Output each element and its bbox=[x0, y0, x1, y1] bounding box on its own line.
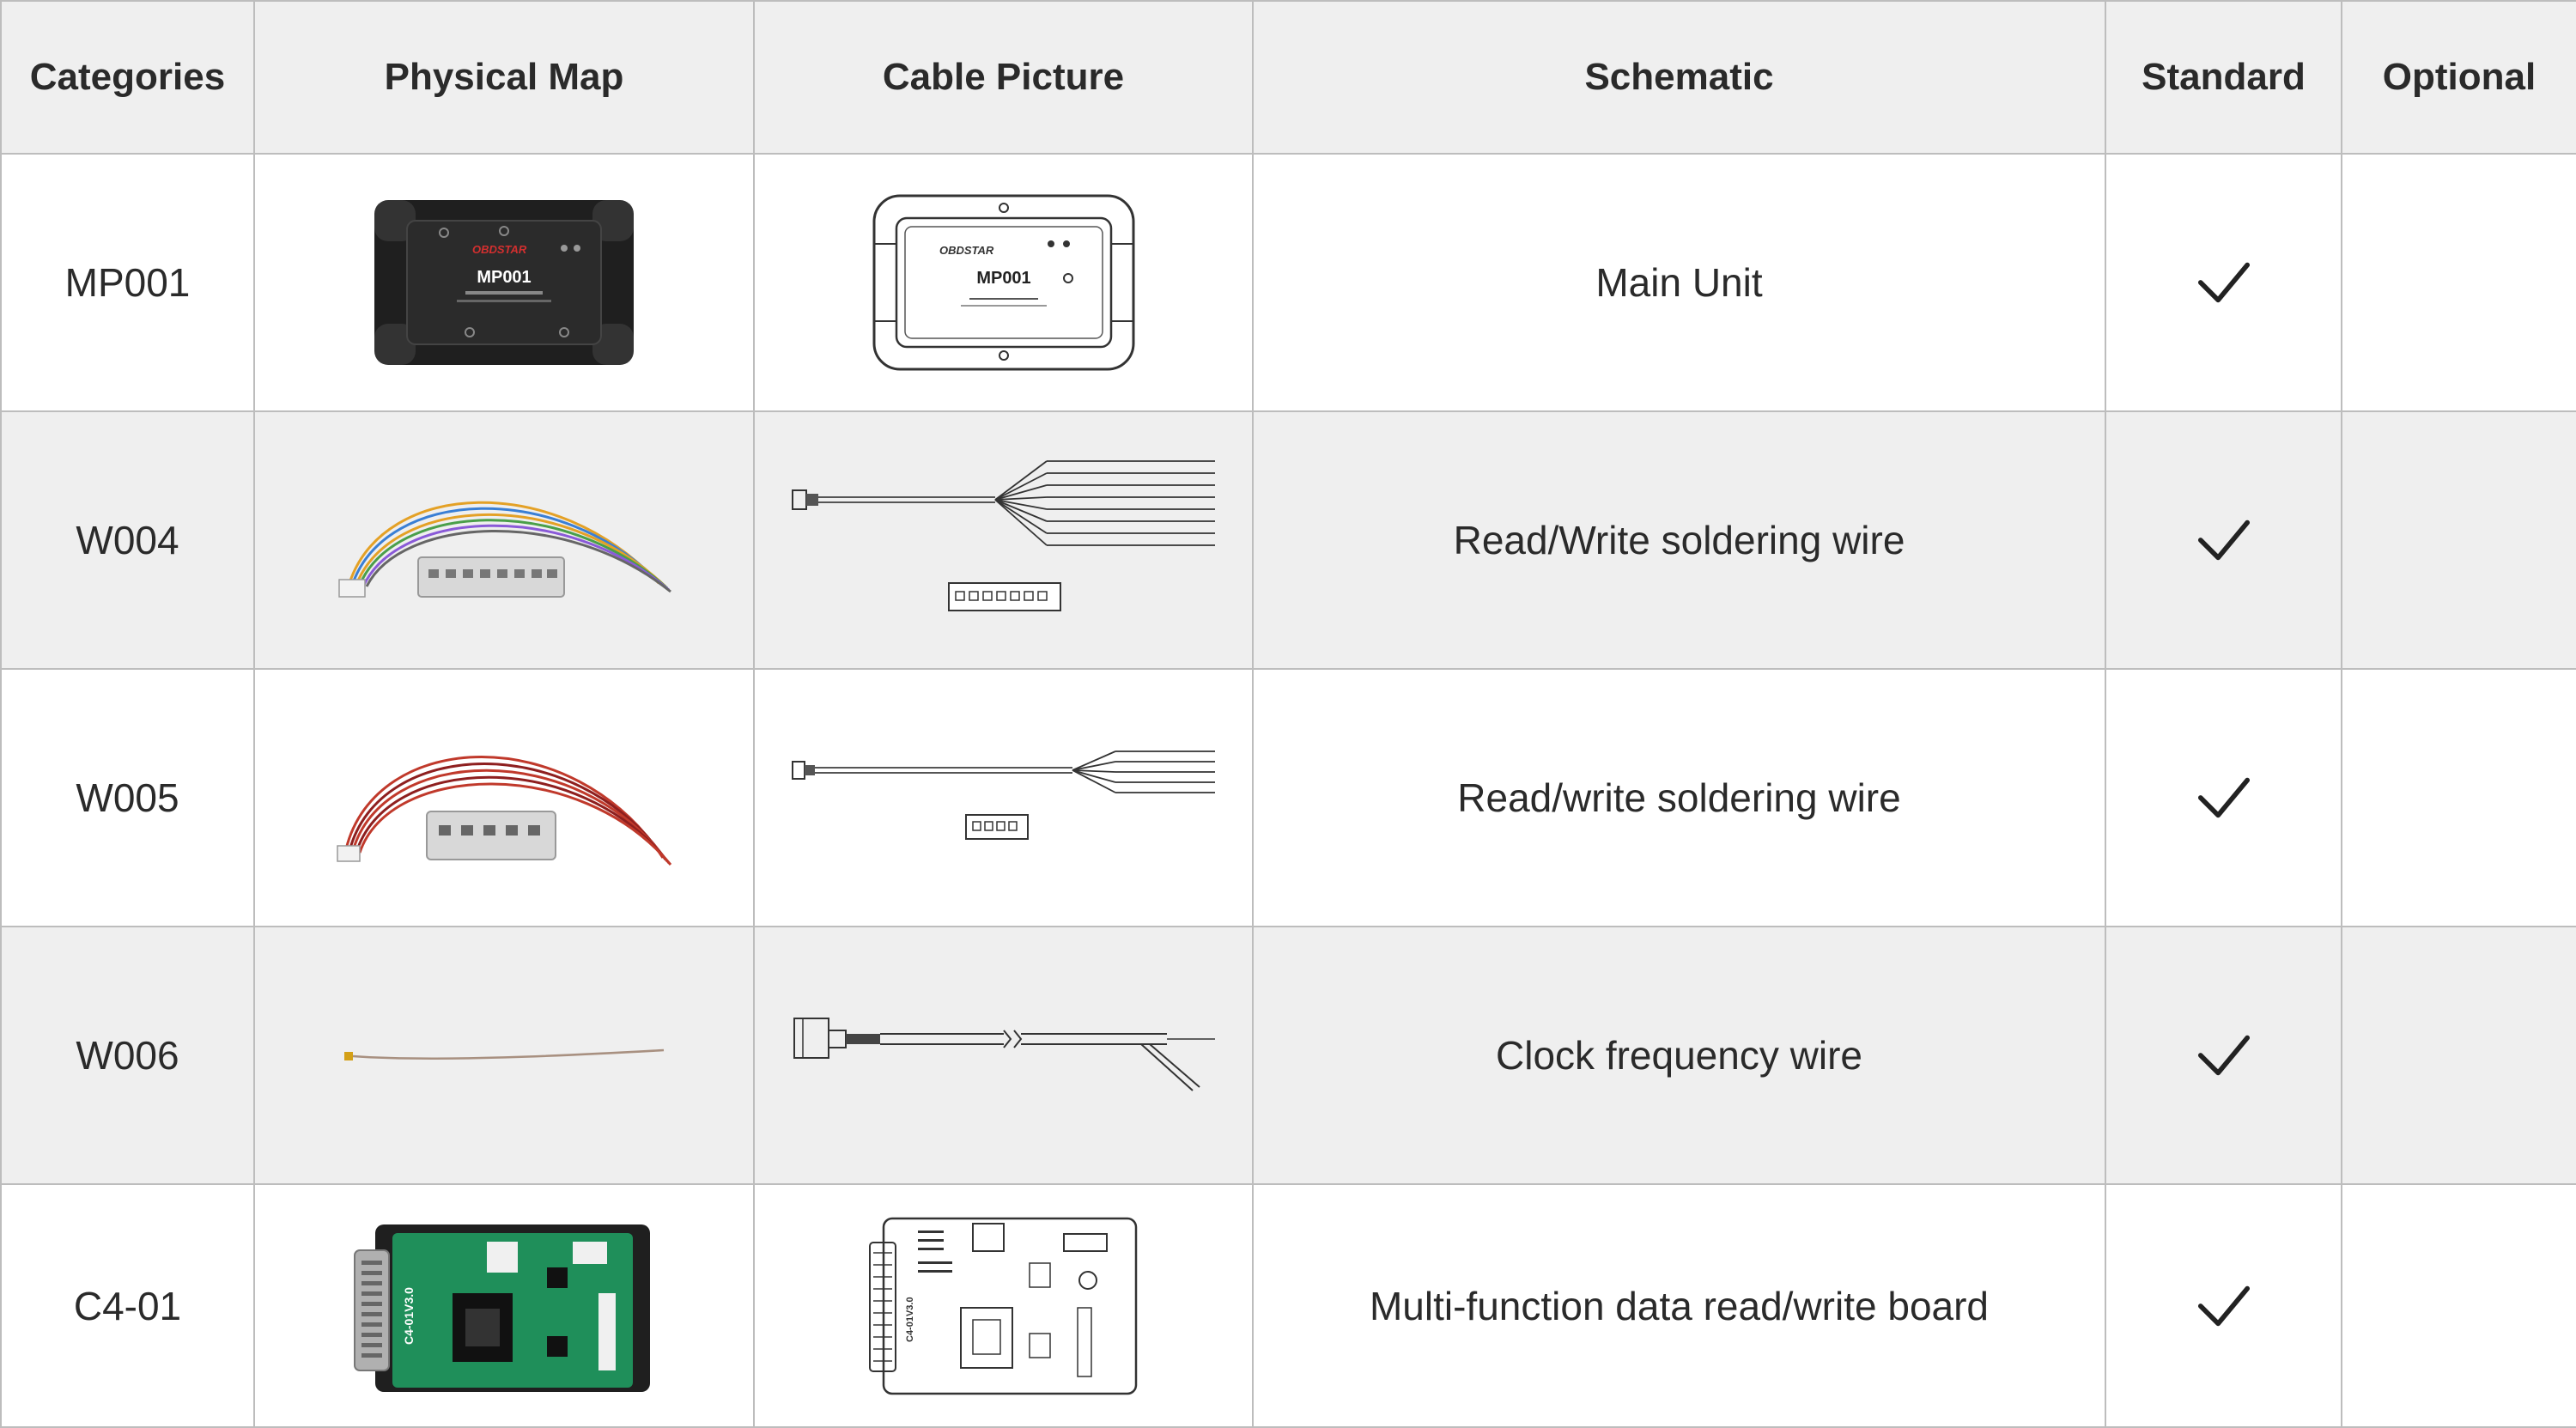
table-row: W006 bbox=[0, 926, 2576, 1185]
category-cell: W006 bbox=[0, 926, 255, 1185]
svg-text:OBDSTAR: OBDSTAR bbox=[939, 244, 994, 257]
w006-wire-line-drawing-icon bbox=[793, 1018, 1215, 1091]
svg-text:C4-01V3.0: C4-01V3.0 bbox=[905, 1297, 915, 1342]
physical-map-cell: C4-01V3.0 bbox=[253, 1183, 755, 1428]
physical-map-cell: OBDSTAR MP001 bbox=[253, 153, 755, 412]
svg-text:MP001: MP001 bbox=[976, 269, 1030, 288]
physical-map-cell bbox=[253, 410, 755, 670]
category-cell: W005 bbox=[0, 668, 255, 927]
table-row: W005 bbox=[0, 668, 2576, 927]
c4-01-board-line-drawing-icon: C4-01V3.0 bbox=[868, 1217, 1137, 1395]
cable-picture-cell bbox=[753, 668, 1254, 927]
checkmark-icon bbox=[2197, 1285, 2250, 1326]
optional-cell bbox=[2341, 668, 2576, 927]
checkmark-icon bbox=[2197, 262, 2250, 303]
optional-cell bbox=[2341, 410, 2576, 670]
w005-wire-photo-icon bbox=[337, 756, 672, 866]
checkmark-icon bbox=[2197, 777, 2250, 818]
schematic-cell: Clock frequency wire bbox=[1252, 926, 2106, 1185]
optional-cell bbox=[2341, 926, 2576, 1185]
cable-picture-cell: OBDSTAR MP001 bbox=[753, 153, 1254, 412]
standard-cell bbox=[2105, 1183, 2342, 1428]
w006-wire-photo-icon bbox=[344, 1048, 665, 1060]
cable-picture-cell bbox=[753, 410, 1254, 670]
standard-cell bbox=[2105, 926, 2342, 1185]
mp001-device-photo-icon: OBDSTAR MP001 bbox=[374, 200, 634, 365]
w005-wire-line-drawing-icon bbox=[791, 750, 1215, 840]
optional-cell bbox=[2341, 153, 2576, 412]
header-optional: Optional bbox=[2341, 0, 2576, 155]
header-physical-map: Physical Map bbox=[253, 0, 755, 155]
category-cell: W004 bbox=[0, 410, 255, 670]
svg-text:OBDSTAR: OBDSTAR bbox=[472, 243, 527, 256]
svg-text:C4-01V3.0: C4-01V3.0 bbox=[402, 1286, 416, 1344]
mp001-device-line-drawing-icon: OBDSTAR MP001 bbox=[872, 194, 1134, 371]
checkmark-icon bbox=[2197, 1035, 2250, 1076]
header-row: Categories Physical Map Cable Picture Sc… bbox=[0, 0, 2576, 155]
table-row: MP001 OBDSTAR MP001 bbox=[0, 153, 2576, 412]
svg-text:MP001: MP001 bbox=[477, 268, 531, 287]
optional-cell bbox=[2341, 1183, 2576, 1428]
physical-map-cell bbox=[253, 926, 755, 1185]
header-schematic: Schematic bbox=[1252, 0, 2106, 155]
c4-01-board-photo-icon: C4-01V3.0 bbox=[354, 1224, 650, 1392]
checkmark-icon bbox=[2197, 520, 2250, 561]
table-row: C4-01 bbox=[0, 1183, 2576, 1428]
table-row: W004 bbox=[0, 410, 2576, 670]
standard-cell bbox=[2105, 153, 2342, 412]
schematic-cell: Read/Write soldering wire bbox=[1252, 410, 2106, 670]
header-categories: Categories bbox=[0, 0, 255, 155]
w004-wire-photo-icon bbox=[338, 501, 671, 598]
standard-cell bbox=[2105, 410, 2342, 670]
header-cable-picture: Cable Picture bbox=[753, 0, 1254, 155]
cable-picture-cell: C4-01V3.0 bbox=[753, 1183, 1254, 1428]
w004-wire-line-drawing-icon bbox=[791, 460, 1215, 611]
cable-picture-cell bbox=[753, 926, 1254, 1185]
header-standard: Standard bbox=[2105, 0, 2342, 155]
physical-map-cell bbox=[253, 668, 755, 927]
schematic-cell: Multi-function data read/write board bbox=[1252, 1183, 2106, 1428]
schematic-cell: Read/write soldering wire bbox=[1252, 668, 2106, 927]
category-cell: MP001 bbox=[0, 153, 255, 412]
category-cell: C4-01 bbox=[0, 1183, 255, 1428]
schematic-cell: Main Unit bbox=[1252, 153, 2106, 412]
standard-cell bbox=[2105, 668, 2342, 927]
